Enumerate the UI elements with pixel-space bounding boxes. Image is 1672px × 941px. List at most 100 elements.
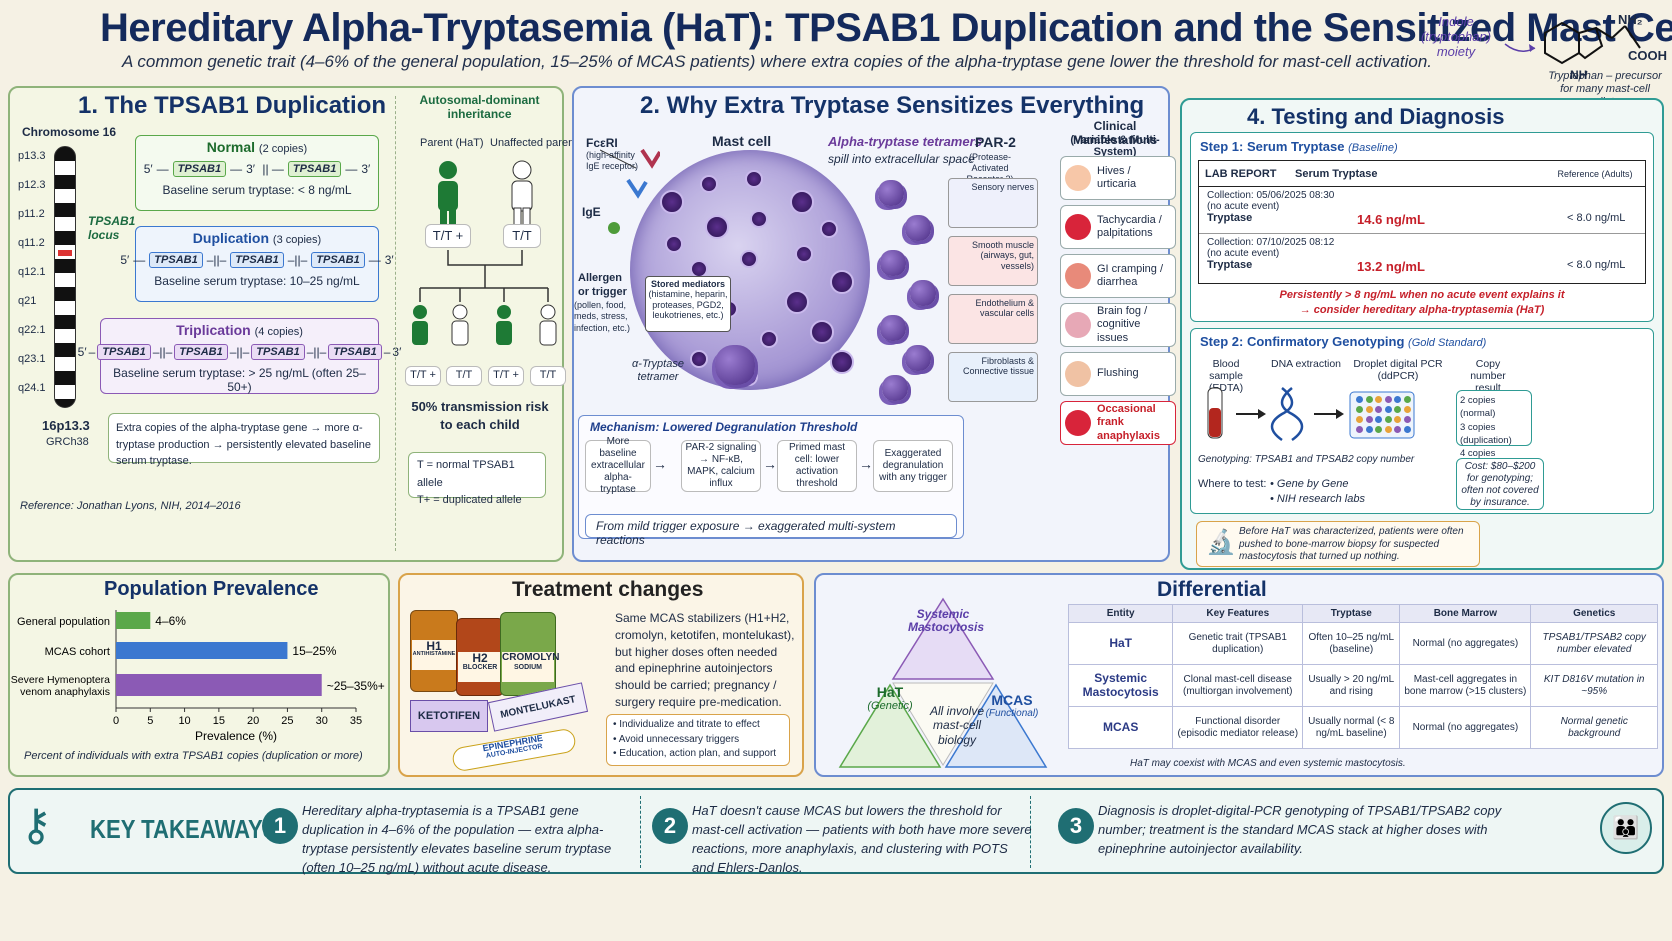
value-label: 15–25% — [292, 644, 336, 658]
mechanism-result: From mild trigger exposure → exaggerated… — [585, 514, 957, 547]
allergen-label: Allergen or trigger — [578, 272, 627, 298]
genotyping-note: Genotyping: TPSAB1 and TPSAB2 copy numbe… — [1198, 454, 1415, 465]
takeaway-text: HaT doesn't cause MCAS but lowers the th… — [692, 803, 1032, 875]
granule — [705, 215, 729, 239]
duplication-copies-box: Duplication (3 copies) 5′—TPSAB1–||–TPSA… — [120, 226, 394, 302]
table-cell: KIT D816V mutation in ~95% — [1530, 664, 1658, 707]
tetramer-icon — [905, 345, 931, 371]
triplication-copies-box: Triplication (4 copies) 5′–TPSAB1–||–TPS… — [78, 318, 401, 394]
tetramer-label: α-Tryptase tetramer — [632, 358, 684, 383]
bullet-text: Education, action plan, and support — [619, 748, 777, 759]
collection-note: (no acute event) — [1207, 201, 1280, 212]
where-to-test: Where to test: — [1198, 478, 1267, 490]
treatment-text: Same MCAS stabilizers (H1+H2, cromolyn, … — [615, 611, 795, 709]
parent-hat-icon — [438, 161, 458, 228]
table-cell: Usually > 20 ng/mL and rising — [1302, 664, 1401, 707]
droplet — [1384, 426, 1392, 433]
granule — [810, 320, 834, 344]
manifestation-item: GI cramping / diarrhea — [1060, 254, 1176, 298]
granule — [665, 235, 683, 253]
copies-note: Extra copies of the alpha-tryptase gene … — [108, 413, 380, 467]
bullet-icon: • — [1270, 478, 1277, 490]
arrow-icon: → — [763, 456, 777, 472]
tetramer-icon — [905, 215, 931, 241]
page-title: Hereditary Alpha-Tryptasemia (HaT): TPSA… — [100, 6, 1672, 50]
divider — [1030, 796, 1031, 868]
manifestation-label: Hives / urticaria — [1097, 164, 1137, 190]
manifestation-item: Tachycardia / palpitations — [1060, 205, 1176, 249]
centromere — [58, 250, 72, 256]
tryptase-alert: Persistently > 8 ng/mL when no acute eve… — [1279, 289, 1565, 316]
nh-label: NH — [1570, 68, 1588, 82]
droplet — [1375, 396, 1382, 403]
bullet-text: Individualize and titrate to effect — [619, 719, 760, 730]
spill-label: Alpha-tryptase tetramers — [828, 134, 982, 149]
table-cell: Functional disorder (episodic mediator r… — [1172, 706, 1304, 749]
granule — [830, 270, 854, 294]
table-cell: Normal (no aggregates) — [1399, 706, 1532, 749]
tryptase-value: 14.6 ng/mL — [1357, 212, 1425, 227]
where-item: • Gene by Gene — [1270, 477, 1365, 492]
x-tick-label: 25 — [281, 715, 293, 727]
takeaway-number: 3 — [1058, 808, 1094, 844]
clinical-title: Clinical Manifestations — [1072, 119, 1157, 147]
bar — [116, 674, 322, 696]
droplet — [1375, 416, 1382, 423]
table-cell: Often 10–25 ng/mL (baseline) — [1302, 622, 1401, 665]
par2-target: Sensory nerves — [948, 178, 1038, 228]
tri-sm-label: Systemic Mastocytosis — [908, 607, 985, 635]
treatment-bullets: • Individualize and titrate to effect • A… — [606, 714, 790, 766]
granule — [785, 290, 809, 314]
table-cell: TPSAB1/TPSAB2 copy number elevated — [1530, 622, 1658, 665]
where-item: • NIH research labs — [1270, 492, 1365, 507]
clinical-sub: (Variable & Multi-System) — [1070, 134, 1160, 158]
mechanism-title: Mechanism: Lowered Degranulation Thresho… — [590, 420, 858, 434]
child-genotype: T/T + — [488, 366, 524, 386]
manifestation-label: Occasional frank anaphylaxis — [1097, 403, 1160, 442]
transmission-risk: 50% transmission risk to each child — [411, 399, 549, 433]
bullet-icon: • — [613, 733, 619, 745]
granule — [795, 245, 813, 263]
collection-date: Collection: 07/10/2025 08:12 — [1207, 237, 1335, 248]
manifestation-label: Tachycardia / palpitations — [1097, 213, 1162, 239]
manifestation-item: Hives / urticaria — [1060, 156, 1176, 200]
flow-step: Droplet digital PCR (ddPCR) — [1353, 358, 1443, 383]
divider — [640, 796, 641, 868]
manifestation-item: Flushing — [1060, 352, 1176, 396]
table-cell: Clonal mast-cell disease (multiorgan inv… — [1172, 664, 1304, 707]
differential-triangle — [838, 597, 1048, 768]
droplet — [1394, 426, 1401, 433]
bar — [116, 642, 288, 659]
granule — [750, 210, 768, 228]
droplet — [1375, 426, 1382, 433]
panel4-title: 4. Testing and Diagnosis — [1247, 104, 1505, 129]
band-label: q23.1 — [18, 353, 46, 365]
receptor-icon — [600, 148, 660, 234]
manifestation-icon — [1065, 165, 1091, 191]
par2-label: PAR-2 — [975, 134, 1016, 150]
arrow-icon: → — [653, 456, 667, 472]
where-text: Gene by Gene — [1276, 478, 1349, 490]
page-subtitle: A common genetic trait (4–6% of the gene… — [122, 52, 1433, 71]
par2-target: Smooth muscle (airways, gut, vessels) — [948, 236, 1038, 286]
band-label: p13.3 — [18, 150, 46, 162]
x-tick-label: 15 — [213, 715, 225, 727]
droplet — [1394, 406, 1401, 413]
droplet — [1365, 406, 1373, 413]
copy-results: 2 copies (normal)3 copies (duplication)4… — [1456, 390, 1532, 486]
droplet — [1375, 406, 1382, 413]
treatment-bullet: • Avoid unnecessary triggers — [613, 733, 783, 748]
band-label: p12.3 — [18, 179, 46, 191]
granule — [760, 330, 778, 348]
collection-date: Collection: 05/06/2025 08:30 — [1207, 190, 1335, 201]
tri-mcas-sub: (Functional) — [985, 708, 1039, 719]
table-cell: Genetic trait (TPSAB1 duplication) — [1172, 622, 1304, 665]
droplet — [1384, 406, 1392, 413]
